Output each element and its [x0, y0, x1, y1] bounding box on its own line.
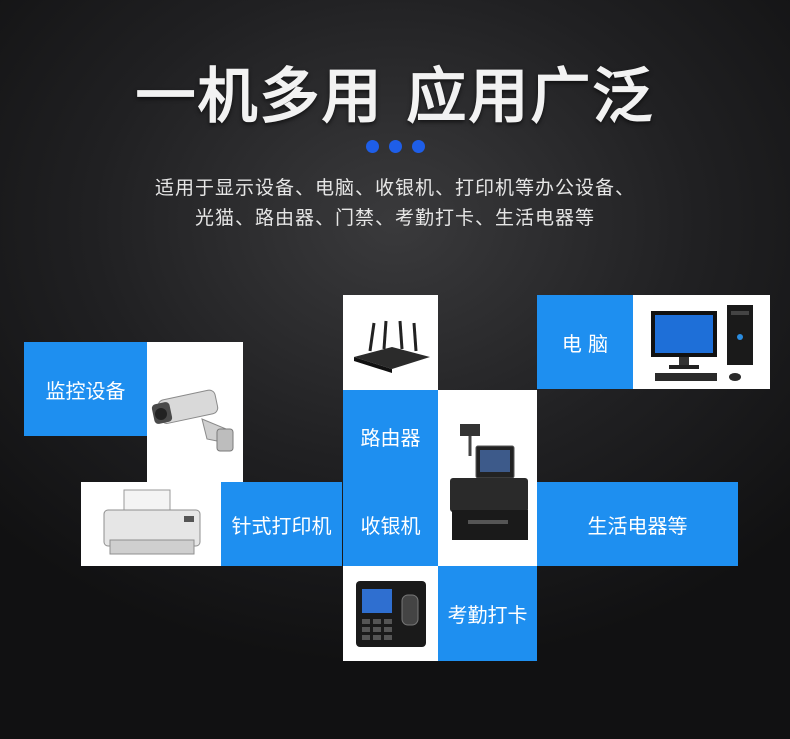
- dot-icon: [411, 140, 425, 153]
- computer-image: [633, 295, 770, 389]
- page-title: 一机多用 应用广泛: [135, 62, 655, 132]
- tile-cash-register: 收银机: [343, 482, 438, 566]
- router-image: [343, 295, 438, 390]
- attendance-machine-image: [343, 566, 438, 661]
- tile-computer: 电 脑: [537, 295, 633, 389]
- camera-image: [147, 342, 243, 482]
- dot-icon: [388, 140, 402, 153]
- description-line-2: 光猫、路由器、门禁、考勤打卡、生活电器等: [194, 207, 595, 229]
- cash-register-image: [438, 390, 537, 566]
- dot-icon: [365, 140, 379, 153]
- description-line-1: 适用于显示设备、电脑、收银机、打印机等办公设备、: [154, 177, 635, 199]
- tile-router: 路由器: [343, 390, 438, 482]
- decorative-dots: [0, 140, 790, 153]
- tile-dot-matrix-printer: 针式打印机: [221, 482, 342, 566]
- tile-attendance: 考勤打卡: [438, 566, 537, 661]
- tile-surveillance: 监控设备: [24, 342, 147, 436]
- printer-image: [81, 482, 221, 566]
- tile-home-appliances: 生活电器等: [537, 482, 738, 566]
